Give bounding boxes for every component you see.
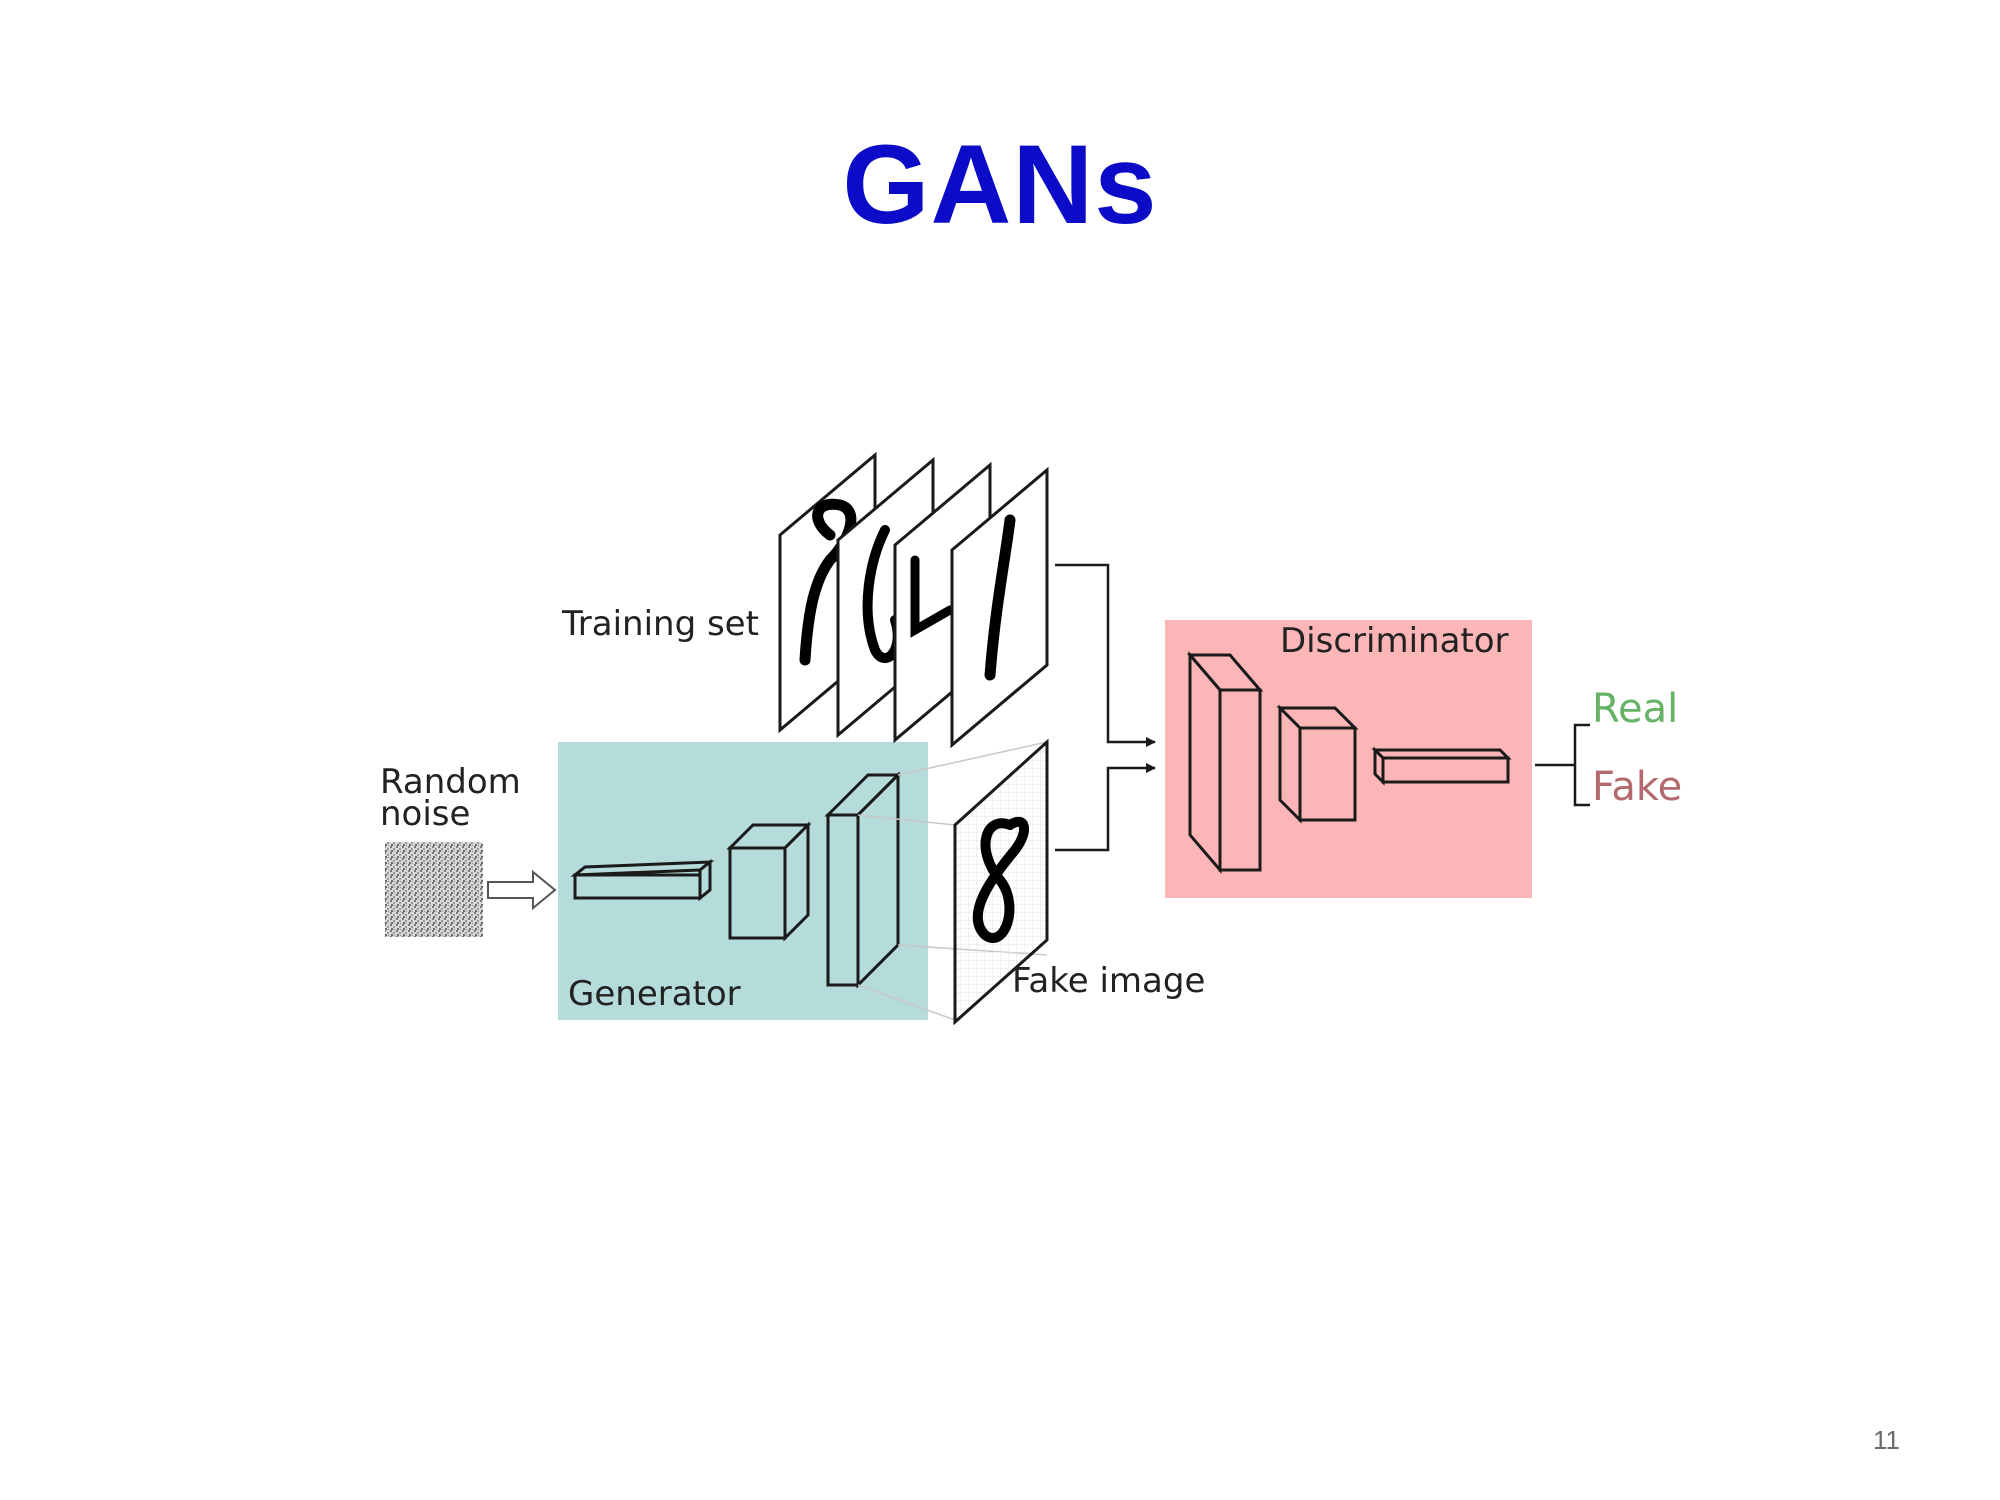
generator-label: Generator — [568, 974, 741, 1014]
slide-title: GANs — [842, 122, 1158, 247]
fake-image-label: Fake image — [1012, 961, 1205, 1001]
discriminator-layers — [1186, 650, 1512, 875]
fake-output-label: Fake — [1592, 764, 1682, 810]
discriminator-label: Discriminator — [1280, 621, 1509, 661]
fake-image — [953, 738, 1049, 1026]
page-number: 11 — [1873, 1425, 1900, 1455]
random-noise-image — [385, 842, 483, 937]
real-output-label: Real — [1592, 686, 1678, 732]
training-set-images — [778, 451, 1049, 749]
output-bracket — [1535, 723, 1590, 807]
training-set-label: Training set — [561, 604, 759, 644]
generator-layers — [570, 771, 902, 989]
connector-lines — [1055, 563, 1156, 852]
noise-arrow — [487, 869, 557, 911]
random-noise-label-line1: Random — [380, 762, 521, 802]
random-noise-label-line2: noise — [380, 794, 470, 834]
